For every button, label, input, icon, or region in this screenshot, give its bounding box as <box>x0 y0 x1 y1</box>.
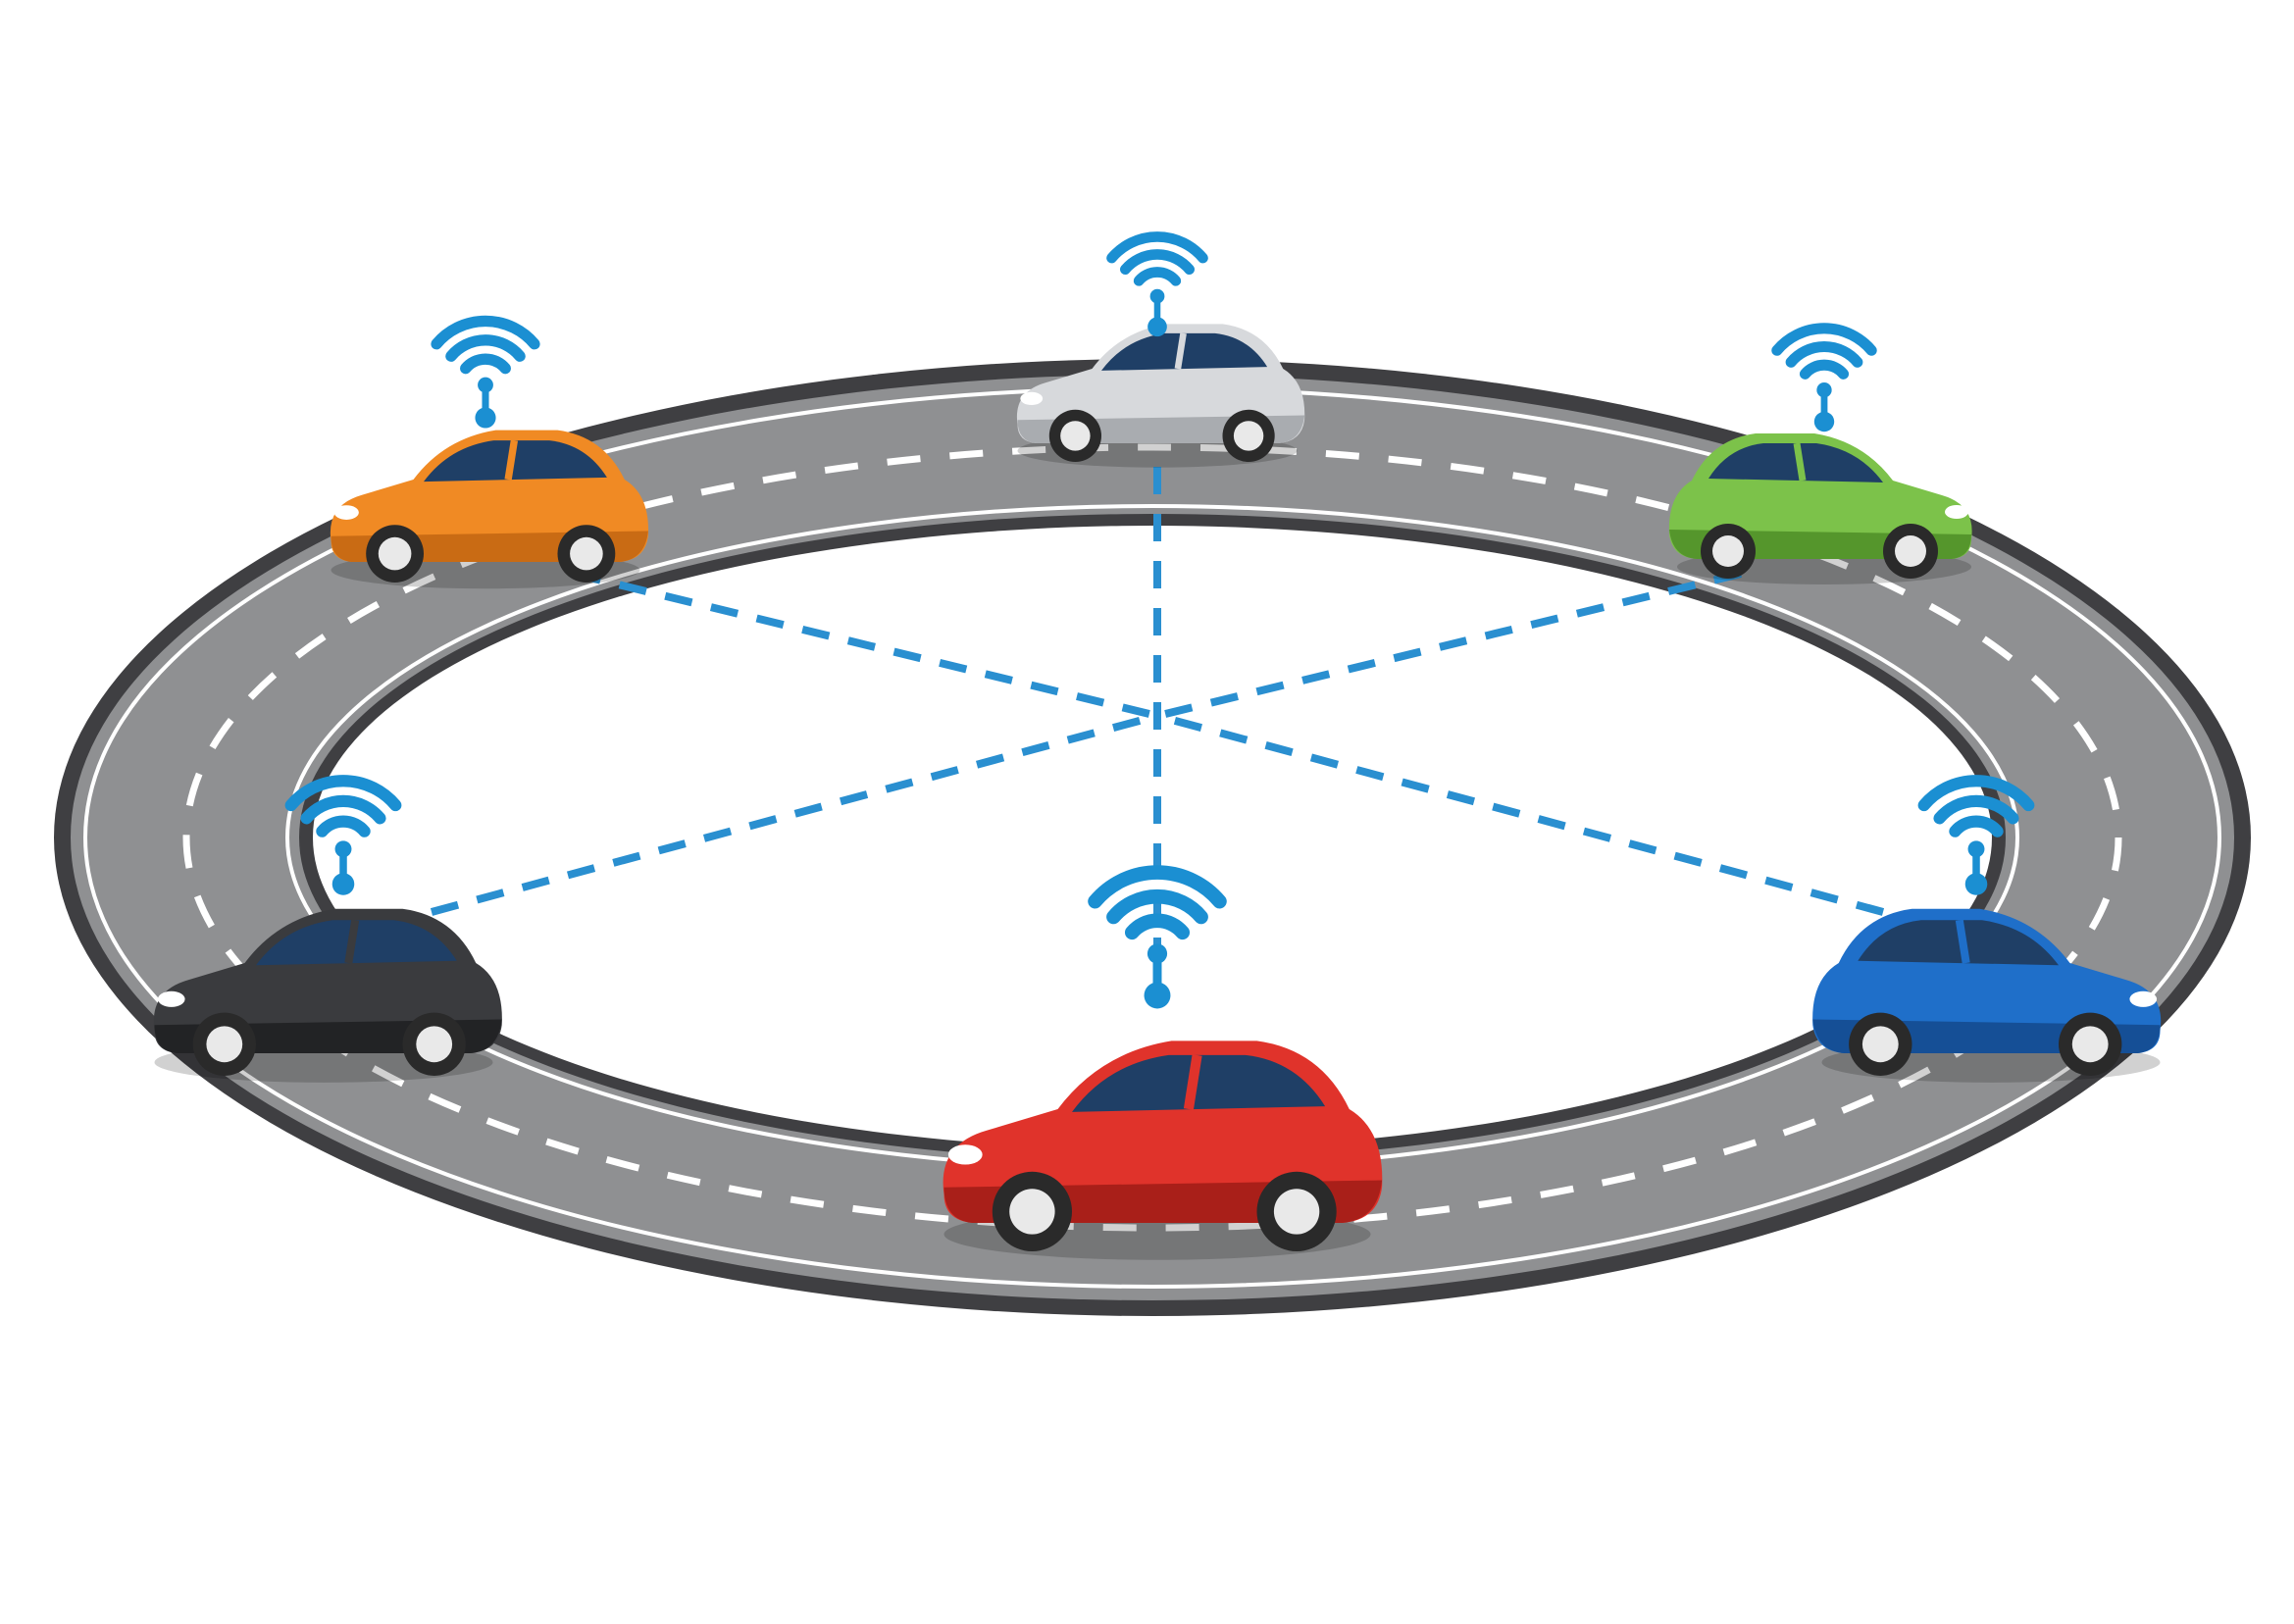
link-line-orange <box>573 570 1158 720</box>
signal-arc-3 <box>284 775 402 812</box>
wheel-rim <box>206 1026 243 1063</box>
car-window <box>1708 443 1883 482</box>
signal-arc-1 <box>316 815 371 837</box>
antenna-node <box>1964 873 1988 895</box>
car-window <box>424 440 607 482</box>
headlight <box>1020 391 1044 406</box>
window-pillar <box>1793 442 1807 482</box>
wifi-signal-icon-blue <box>1917 775 2035 895</box>
wheel-rim <box>1009 1189 1055 1235</box>
car-window <box>1858 920 2059 966</box>
car-orange <box>330 430 649 589</box>
antenna-node <box>1147 317 1167 337</box>
headlight <box>157 990 185 1007</box>
signal-arc-2 <box>445 334 526 362</box>
antenna-node <box>475 407 496 429</box>
wifi-signal-icon-silver <box>1106 231 1208 337</box>
signal-dot <box>1149 288 1165 304</box>
signal-arc-3 <box>1088 865 1227 909</box>
signal-arc-3 <box>1917 775 2035 812</box>
car-window <box>256 920 457 966</box>
car-blue <box>1812 908 2162 1083</box>
headlight <box>1945 505 1968 519</box>
signal-arc-2 <box>300 794 386 825</box>
signal-arc-1 <box>1133 267 1182 286</box>
wheel-rim <box>1273 1189 1320 1235</box>
antenna-node <box>1144 982 1171 1009</box>
car-black <box>153 908 502 1083</box>
wifi-signal-icon-green <box>1771 323 1877 432</box>
wheel-rim <box>570 536 603 571</box>
window-pillar <box>1955 919 1970 964</box>
signal-dot <box>1147 943 1168 964</box>
car-silver <box>1016 324 1305 468</box>
lane-divider <box>182 443 2122 1232</box>
antenna-node <box>1813 411 1835 432</box>
wheel-rim <box>1060 421 1091 451</box>
wifi-signal-icon-orange <box>431 315 540 429</box>
signal-arc-1 <box>1949 815 2004 837</box>
window-pillar <box>1183 1054 1202 1110</box>
signal-arc-3 <box>431 315 540 350</box>
signal-arc-1 <box>1799 359 1850 380</box>
infield <box>313 526 1992 1149</box>
link-line-green <box>1156 570 1742 720</box>
signal-dot <box>478 377 493 393</box>
headlight <box>2129 990 2158 1007</box>
signal-arc-1 <box>1124 913 1191 940</box>
wifi-signal-icon-red <box>1088 865 1227 1009</box>
signal-arc-2 <box>1106 888 1208 925</box>
wheel-rim <box>1861 1026 1899 1063</box>
window-pillar <box>1174 332 1187 370</box>
wheel-rim <box>2071 1026 2109 1063</box>
ring-road <box>54 359 2251 1316</box>
link-line-black <box>430 712 1159 916</box>
wheel-rim <box>1712 535 1744 567</box>
vehicles <box>153 231 2162 1260</box>
signal-dot <box>1967 840 1985 858</box>
wheel-rim <box>1895 535 1926 567</box>
headlight <box>947 1144 983 1165</box>
signal-arc-3 <box>1771 323 1877 356</box>
wheel-rim <box>416 1026 453 1063</box>
link-line-blue <box>1155 712 1885 916</box>
signal-arc-2 <box>1120 249 1195 276</box>
car-window <box>1072 1054 1326 1112</box>
signal-arc-2 <box>1933 794 2019 825</box>
window-pillar <box>344 919 360 964</box>
window-pillar <box>504 439 519 481</box>
signal-dot <box>334 840 352 858</box>
signal-arc-1 <box>460 353 511 375</box>
antenna-node <box>331 873 355 895</box>
wifi-signal-icon-black <box>284 775 402 895</box>
wheel-rim <box>378 536 412 571</box>
car-green <box>1668 433 1972 584</box>
headlight <box>333 505 359 520</box>
signal-dot <box>1816 382 1832 398</box>
car-window <box>1101 332 1268 371</box>
wheel-rim <box>1233 421 1264 451</box>
car-red <box>943 1040 1383 1260</box>
signal-arc-2 <box>1785 340 1863 368</box>
signal-arc-3 <box>1106 231 1208 264</box>
